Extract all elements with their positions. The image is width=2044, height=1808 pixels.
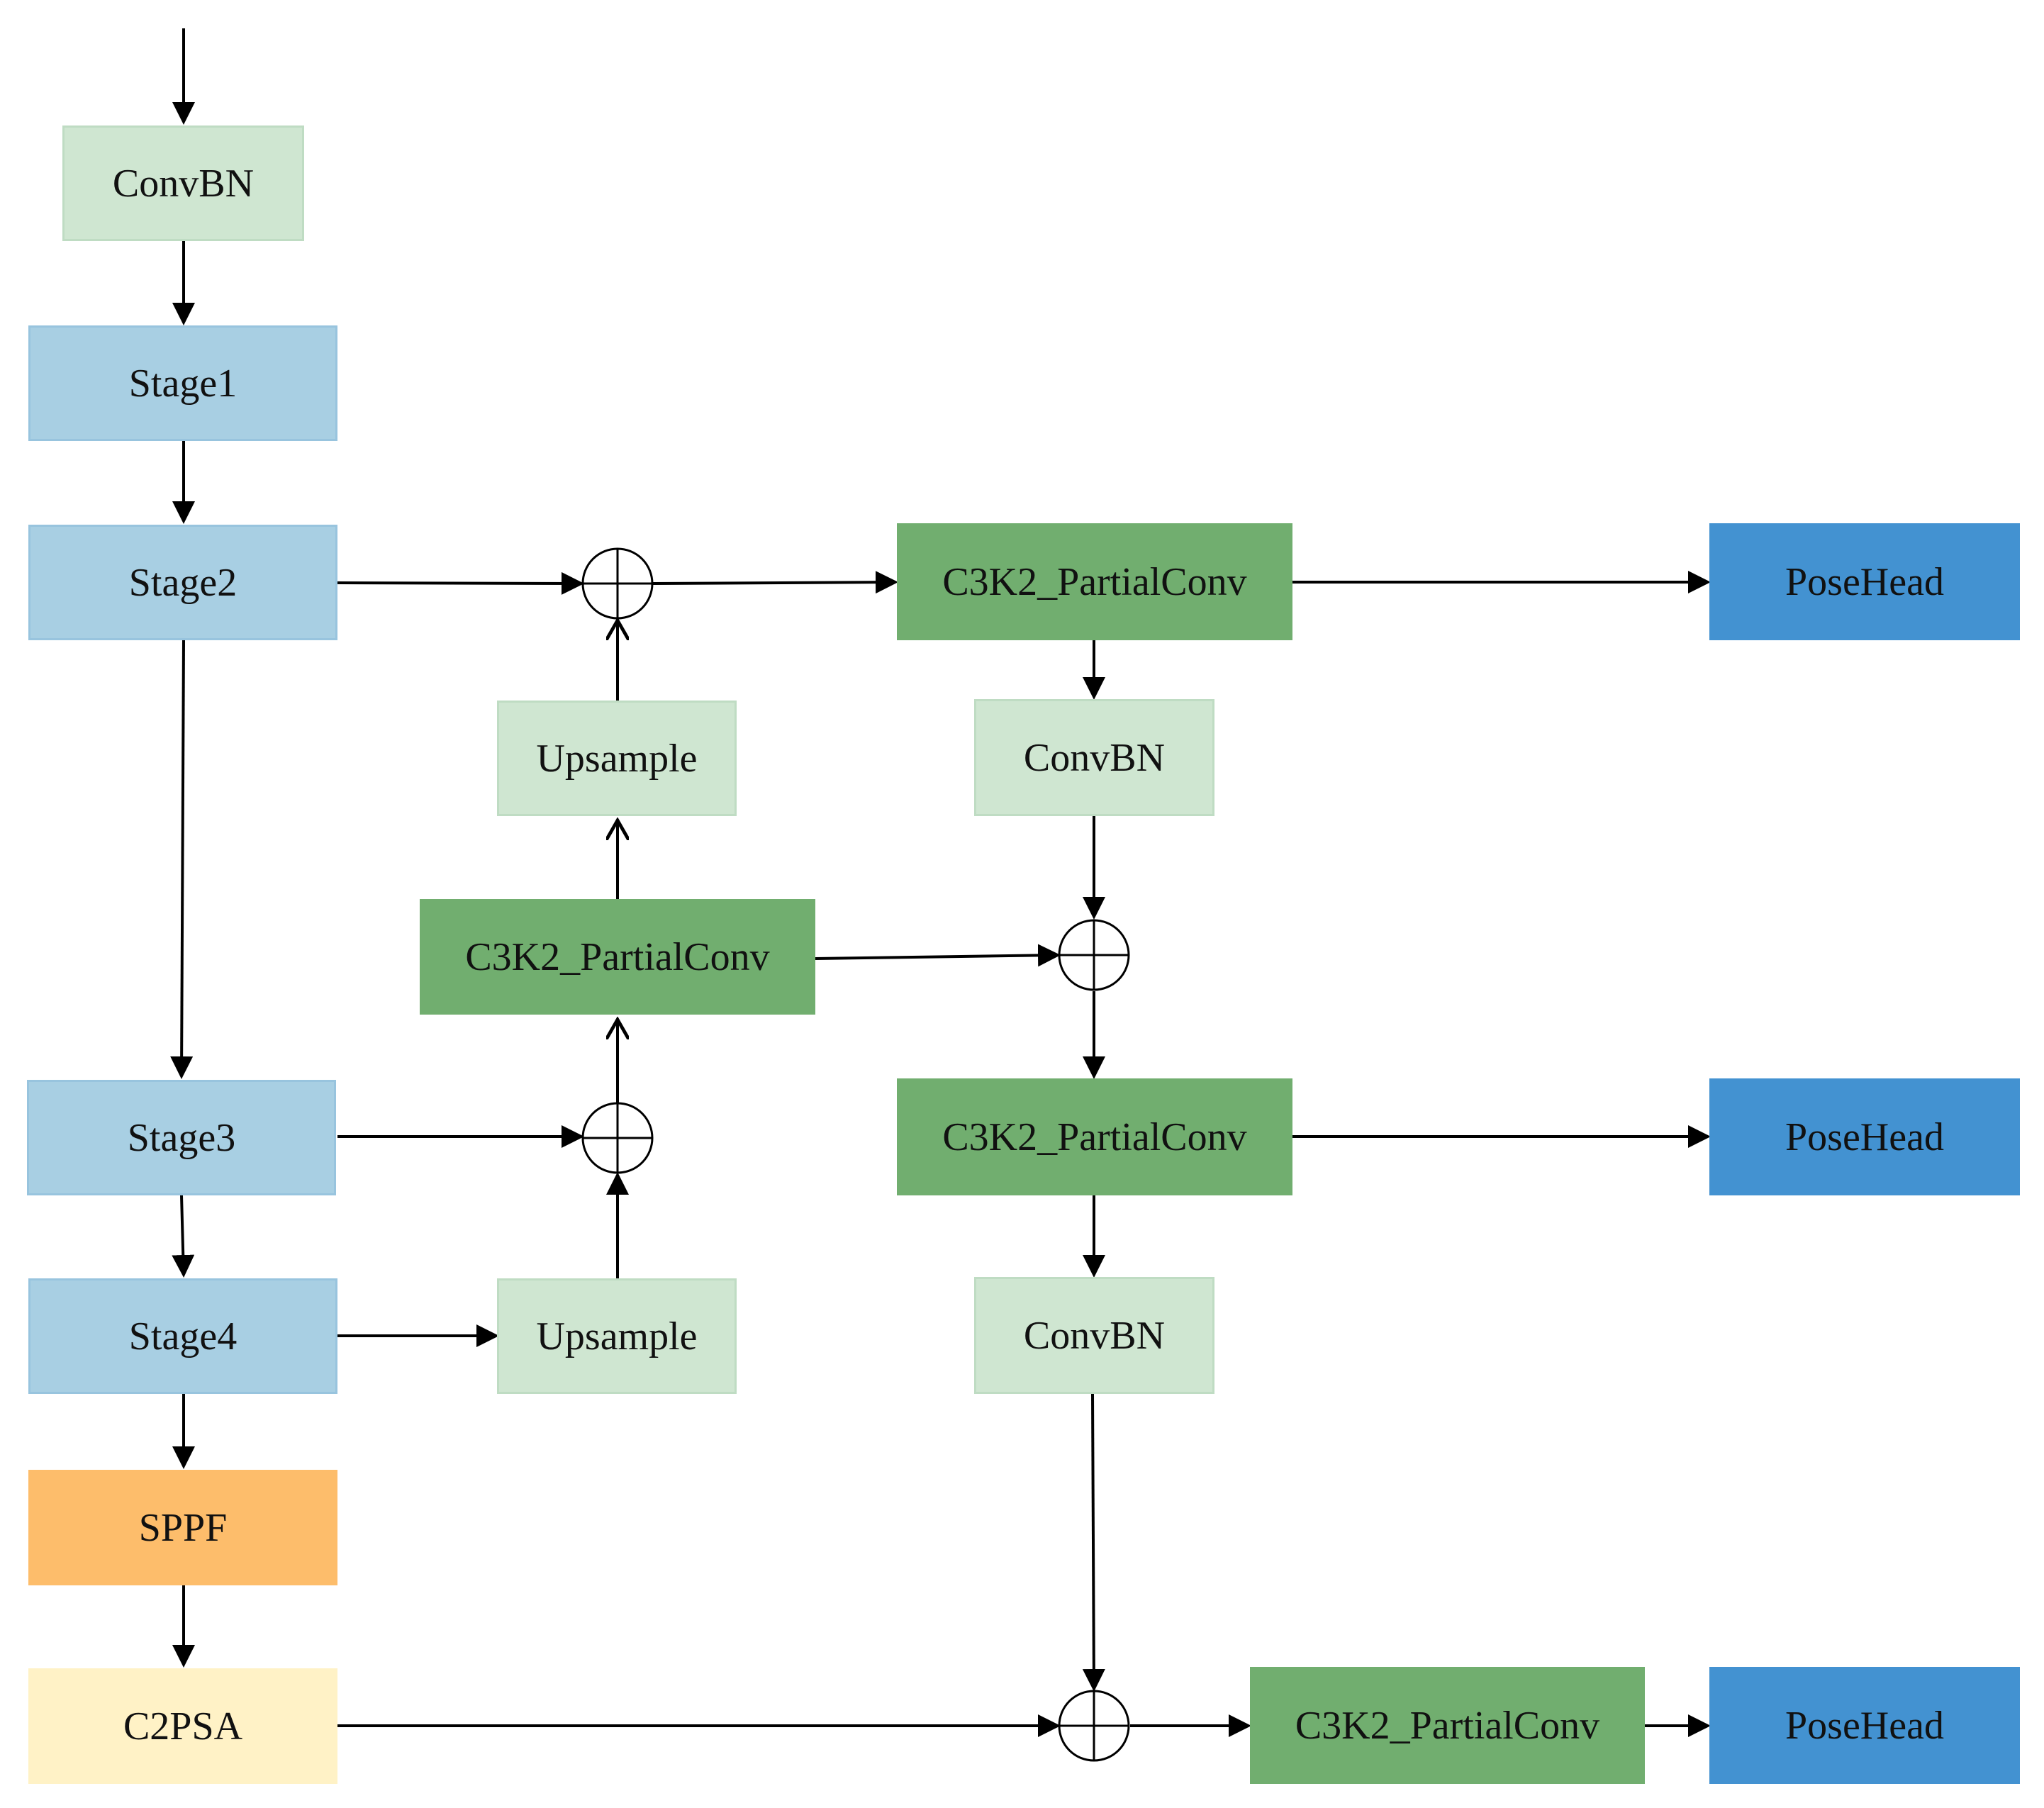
upsample-top-block: Upsample: [497, 701, 737, 816]
arrow-stage2-stage3: [170, 640, 194, 1079]
stage2-block: Stage2: [28, 525, 337, 640]
c3k2-mid-block: C3K2_PartialConv: [420, 899, 815, 1015]
arrow-c3k2-mid-add: [815, 944, 1061, 967]
posehead-p3-block: PoseHead: [1709, 523, 2020, 640]
c3k2-p3-block: C3K2_PartialConv: [897, 523, 1292, 640]
arrow-convbn-add-bottom: [1082, 1393, 1105, 1692]
stage4-block: Stage4: [28, 1278, 337, 1394]
input-convbn-block: ConvBN: [62, 125, 304, 241]
arrow-stage3-stage4: [172, 1195, 195, 1278]
convbn-down1-block: ConvBN: [974, 699, 1214, 816]
c3k2-p4-block: C3K2_PartialConv: [897, 1078, 1292, 1195]
arrow-add-c3k2-p3: [652, 571, 898, 594]
upsample-bottom-block: Upsample: [497, 1278, 737, 1394]
add-node-bottom: [1058, 1690, 1130, 1762]
c3k2-p5-block: C3K2_PartialConv: [1250, 1667, 1645, 1784]
c2psa-block: C2PSA: [28, 1668, 337, 1784]
add-node-top: [581, 547, 654, 620]
sppf-block: SPPF: [28, 1470, 337, 1585]
stage3-block: Stage3: [27, 1080, 336, 1195]
convbn-down2-block: ConvBN: [974, 1277, 1214, 1394]
add-node-mid-right: [1058, 919, 1130, 991]
posehead-p4-block: PoseHead: [1709, 1078, 2020, 1195]
add-node-mid-left: [581, 1102, 654, 1174]
stage1-block: Stage1: [28, 325, 337, 441]
arrow-stage2-add: [337, 571, 584, 595]
posehead-p5-block: PoseHead: [1709, 1667, 2020, 1784]
